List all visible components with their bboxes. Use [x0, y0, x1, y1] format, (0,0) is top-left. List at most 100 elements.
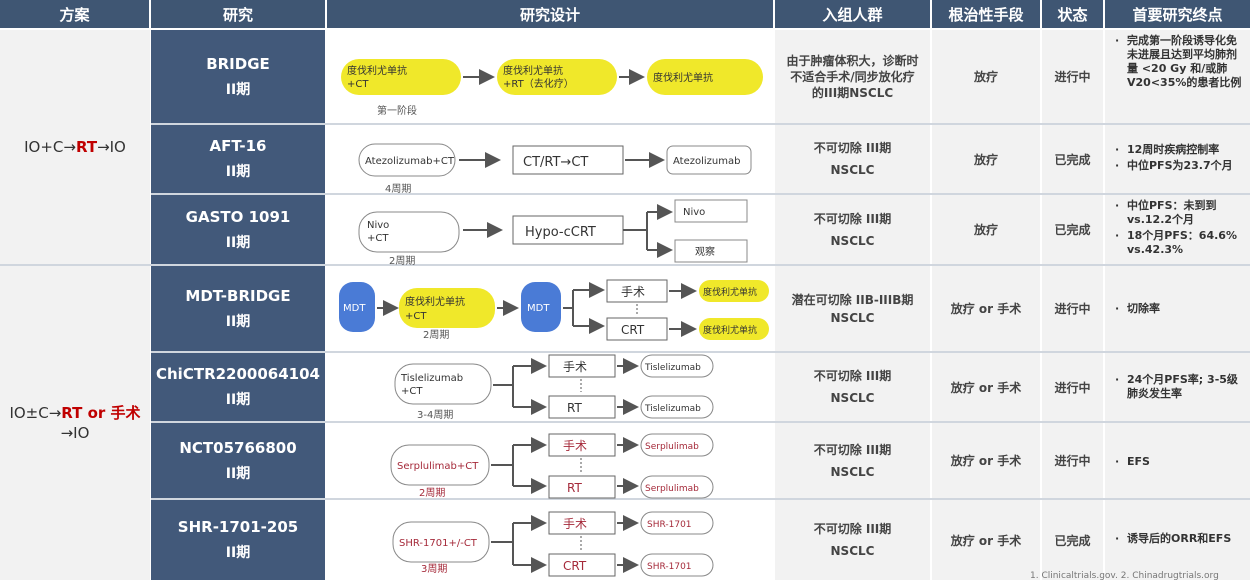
cycle-note: 第一阶段	[377, 104, 417, 117]
population-cell: 不可切除 III期NSCLC	[775, 125, 930, 193]
flow-box	[674, 199, 748, 223]
box-label: CRT	[621, 323, 645, 337]
flow-box	[358, 143, 456, 177]
status-cell: 已完成	[1042, 195, 1103, 264]
endpoint-cell: 24个月PFS率; 3-5级肺炎发生率	[1105, 353, 1250, 421]
box-label: RT	[567, 481, 582, 495]
design-diagrams: 度伐利尤单抗 +CT 度伐利尤单抗 +RT（去化疗） 度伐利尤单抗 第一阶段 A…	[339, 59, 769, 577]
flow-box	[548, 354, 616, 378]
box-label: +CT	[367, 233, 389, 244]
mdt-box	[339, 282, 375, 332]
header-population: 入组人群	[775, 0, 932, 28]
flow-box	[647, 59, 763, 95]
population-cell: 不可切除 III期NSCLC	[775, 195, 930, 264]
box-label: RT	[567, 401, 582, 415]
flow-box	[548, 553, 616, 577]
box-label: Atezolizumab+CT	[365, 156, 455, 167]
box-label: 手术	[621, 285, 645, 299]
box-label: 观察	[695, 245, 715, 258]
box-label: 度伐利尤单抗	[703, 324, 757, 336]
radical-cell: 放疗 or 手术	[932, 266, 1040, 351]
footnote: 1. Clinicaltrials.gov. 2. Chinadrugtrial…	[1030, 571, 1219, 581]
endpoint-cell: 完成第一阶段诱导化免未进展且达到平均肺剂量 <20 Gy 和/或肺 V20<35…	[1105, 30, 1250, 123]
mdt-bridge-design: MDT 度伐利尤单抗 +CT MDT 手术 CRT 度伐利尤单抗 度伐利尤单抗 …	[339, 279, 769, 341]
flow-box	[606, 279, 668, 303]
endpoint-cell: 诱导后的ORR和EFS	[1105, 500, 1250, 580]
flow-box	[666, 145, 752, 175]
flow-box	[512, 215, 624, 245]
radical-cell: 放疗	[932, 30, 1040, 123]
flow-box	[512, 145, 624, 175]
flow-box	[497, 59, 617, 95]
header-design: 研究设计	[327, 0, 775, 28]
population-cell: 潜在可切除 IIB-IIIB期NSCLC	[775, 266, 930, 351]
cycle-note: 4周期	[385, 183, 411, 195]
box-label: 手术	[563, 360, 587, 374]
status-cell: 进行中	[1042, 353, 1103, 421]
header-study: 研究	[151, 0, 327, 28]
population-cell: 不可切除 III期NSCLC	[775, 500, 930, 580]
box-label: 度伐利尤单抗	[653, 71, 713, 84]
cycle-note: 3-4周期	[417, 409, 453, 421]
population-cell: 由于肿瘤体积大，诊断时不适合手术/同步放化疗的III期NSCLC	[775, 30, 930, 123]
population-cell: 不可切除 III期NSCLC	[775, 353, 930, 421]
header-status: 状态	[1042, 0, 1105, 28]
mdt-box	[521, 282, 561, 332]
radical-cell: 放疗	[932, 125, 1040, 193]
box-label: 度伐利尤单抗	[347, 64, 407, 77]
scheme-group-1: IO+C→RT→IO	[0, 30, 150, 264]
chictr-design: Tislelizumab +CT 手术 RT Tislelizumab Tisl…	[394, 354, 714, 421]
flow-box	[390, 444, 490, 486]
radical-cell: 放疗 or 手术	[932, 500, 1040, 580]
flow-box	[394, 363, 492, 405]
flow-box	[392, 521, 490, 563]
box-label: +RT（去化疗）	[503, 77, 574, 90]
gasto-design: Nivo +CT Hypo-cCRT Nivo 观察 2周期	[358, 199, 748, 267]
flow-box	[640, 433, 714, 457]
population-cell: 不可切除 III期NSCLC	[775, 423, 930, 498]
flow-box	[548, 395, 616, 419]
flow-box	[341, 59, 461, 95]
box-label: +CT	[405, 311, 427, 322]
flow-box	[548, 511, 616, 535]
endpoint-cell: 12周时疾病控制率中位PFS为23.7个月	[1105, 125, 1250, 193]
cycle-note: 2周期	[419, 487, 445, 499]
box-label: MDT	[343, 303, 366, 314]
box-label: Nivo	[683, 207, 705, 218]
nct-design: Serplulimab+CT 手术 RT Serplulimab Serplul…	[390, 433, 714, 499]
flow-box	[606, 317, 668, 341]
aft16-design: Atezolizumab+CT CT/RT→CT Atezolizumab 4周…	[358, 143, 752, 195]
header-radical: 根治性手段	[932, 0, 1042, 28]
box-label: 度伐利尤单抗	[703, 286, 757, 298]
radical-cell: 放疗 or 手术	[932, 423, 1040, 498]
flow-box	[548, 433, 616, 457]
cycle-note: 2周期	[389, 255, 415, 267]
status-cell: 进行中	[1042, 266, 1103, 351]
header-endpoint: 首要研究终点	[1105, 0, 1250, 28]
box-label: SHR-1701	[647, 562, 692, 572]
cycle-note: 3周期	[421, 563, 447, 575]
status-cell: 已完成	[1042, 500, 1103, 580]
status-cell: 进行中	[1042, 30, 1103, 123]
box-label: 度伐利尤单抗	[503, 64, 563, 77]
box-label: Tislelizumab	[644, 363, 701, 373]
box-label: 度伐利尤单抗	[405, 295, 465, 308]
flow-box	[640, 354, 714, 378]
endpoint-cell: 中位PFS：未到到vs.12.2个月18个月PFS：64.6% vs.42.3%	[1105, 195, 1250, 264]
box-label: 手术	[563, 439, 587, 453]
flow-box	[640, 511, 714, 535]
box-label: MDT	[527, 303, 550, 314]
shr-design: SHR-1701+/-CT 手术 CRT SHR-1701 SHR-1701 3…	[392, 511, 714, 577]
endpoint-cell: 切除率	[1105, 266, 1250, 351]
status-cell: 进行中	[1042, 423, 1103, 498]
radical-cell: 放疗	[932, 195, 1040, 264]
cycle-note: 2周期	[423, 329, 449, 341]
flow-box	[699, 280, 769, 302]
box-label: Serplulimab	[645, 442, 699, 452]
